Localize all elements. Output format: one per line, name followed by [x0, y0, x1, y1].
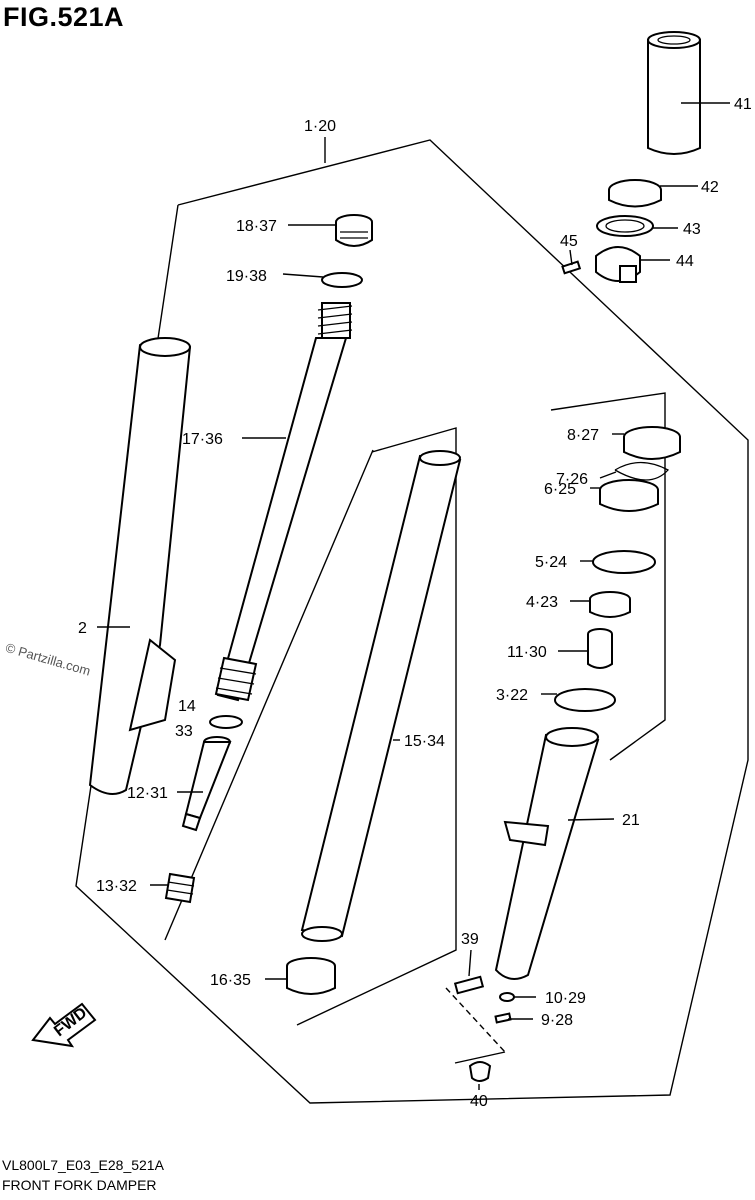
guide-bushing-part[interactable]	[589, 591, 631, 618]
callout-13: 13·32	[96, 878, 137, 895]
inner-tube-part[interactable]	[300, 450, 462, 942]
callout-14: 14	[178, 698, 196, 715]
cap-bolt-part[interactable]	[335, 214, 373, 247]
clamp-bolt-part[interactable]	[561, 260, 582, 275]
callout-4: 4·23	[526, 594, 558, 611]
inner-tube-group-outline	[164, 449, 374, 941]
callout-43: 43	[683, 221, 701, 238]
callout-15: 15·34	[404, 733, 445, 750]
forward-arrow-icon: FWD	[31, 1002, 97, 1048]
circlip-part[interactable]	[554, 688, 616, 712]
callout-19: 19·38	[226, 268, 267, 285]
boot-guide-part[interactable]	[608, 179, 662, 208]
gasket-washer-part[interactable]	[499, 992, 515, 1002]
callout-10: 10·29	[545, 990, 586, 1007]
callout-7: 7·26	[556, 471, 588, 488]
callout-21: 21	[622, 812, 640, 829]
oil-lock-piece-part[interactable]	[587, 628, 613, 669]
washer-part[interactable]	[596, 215, 654, 237]
callout-3: 3·22	[496, 687, 528, 704]
outer-tube-right-part[interactable]	[88, 337, 192, 795]
callout-45: 45	[560, 233, 578, 250]
callout-41: 41	[734, 96, 752, 113]
outer-tube-group-outline	[296, 427, 457, 1026]
callout-40: 40	[470, 1093, 488, 1110]
assembly-outline	[75, 139, 749, 1104]
callout-17: 17·36	[182, 431, 223, 448]
stopper-ring-part[interactable]	[614, 461, 670, 481]
diagram-code: VL800L7_E03_E28_521A	[2, 1157, 164, 1173]
bottom-bolt-part[interactable]	[494, 1012, 512, 1024]
clamp-part[interactable]	[595, 246, 641, 283]
leader-lines	[97, 102, 730, 1090]
drain-group-outline	[454, 1051, 506, 1064]
callout-9: 9·28	[541, 1012, 573, 1029]
callout-8: 8·27	[567, 427, 599, 444]
callout-2: 2	[78, 620, 87, 637]
callout-18: 18·37	[236, 218, 277, 235]
callout-6: 6·25	[544, 481, 576, 498]
callout-39: 39	[461, 931, 479, 948]
oil-seal-part[interactable]	[599, 479, 659, 512]
callout-12: 12·31	[127, 785, 168, 802]
diagram-caption: FRONT FORK DAMPER	[2, 1177, 157, 1193]
callout-labels: 1·20 18·37 19·38 17·36 2 14 33 12·31 13·…	[78, 96, 752, 1110]
figure-title: FIG.521A	[3, 2, 125, 32]
axle-bolt-part[interactable]	[453, 975, 485, 995]
rebound-spring-part[interactable]	[164, 872, 196, 904]
fork-boot-part[interactable]	[647, 31, 701, 155]
seal-retainer-part[interactable]	[592, 550, 656, 574]
o-ring-part[interactable]	[321, 272, 363, 288]
damper-piston-part[interactable]	[181, 736, 232, 832]
callout-33: 33	[175, 723, 193, 740]
slider-group-outline	[550, 392, 666, 761]
slide-bushing-part[interactable]	[286, 957, 336, 995]
bolt-axis-line	[445, 987, 506, 1053]
callout-5: 5·24	[535, 554, 567, 571]
drain-bolt-part[interactable]	[468, 1061, 492, 1082]
callout-11: 11·30	[507, 644, 547, 661]
callout-16: 16·35	[210, 972, 251, 989]
outer-tube-left-part[interactable]	[494, 727, 600, 980]
damper-rod-part[interactable]	[214, 302, 353, 702]
callout-1: 1·20	[304, 118, 336, 135]
ring-part[interactable]	[209, 715, 243, 729]
callout-44: 44	[676, 253, 694, 270]
dust-seal-part[interactable]	[623, 426, 681, 460]
callout-42: 42	[701, 179, 719, 196]
